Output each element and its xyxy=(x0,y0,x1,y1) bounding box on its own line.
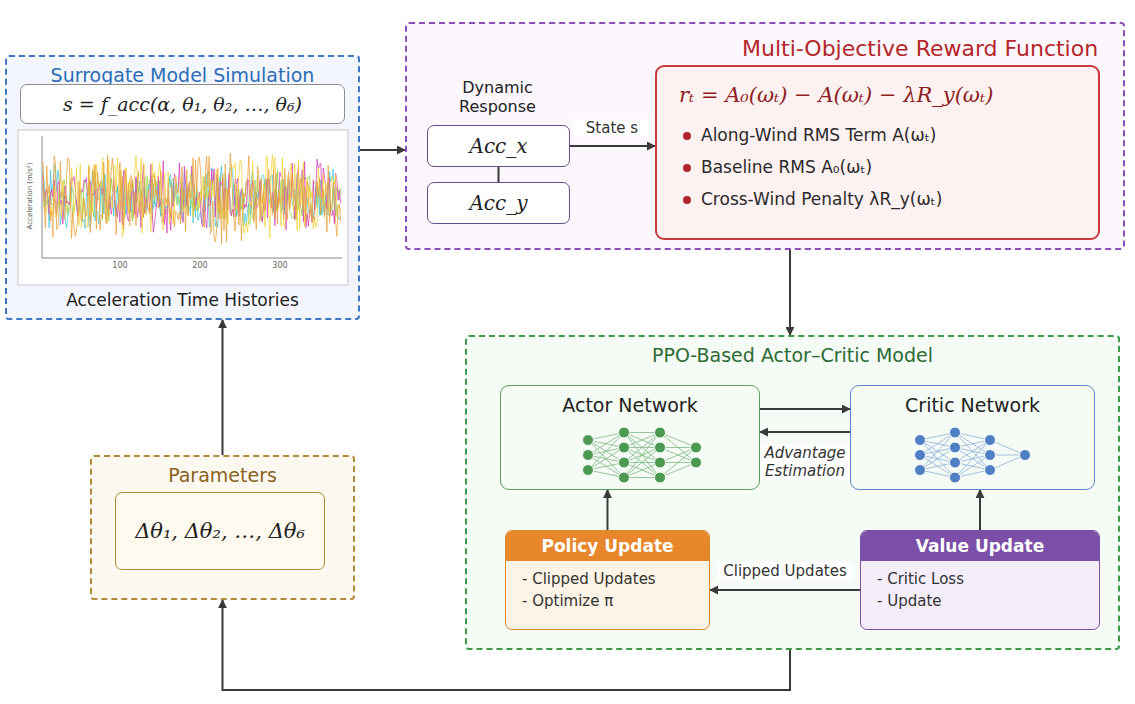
node-text: - Optimize π xyxy=(506,592,709,610)
formula-box: s = f_acc(α, θ₁, θ₂, …, θ₆) xyxy=(20,84,345,124)
acceleration-trace xyxy=(43,153,341,243)
network-neuron xyxy=(691,457,702,468)
node-text: Along-Wind RMS Term A(ωₜ) xyxy=(679,125,936,145)
network-neuron xyxy=(583,435,594,446)
network-neuron xyxy=(655,457,666,468)
panel-fill xyxy=(465,335,1120,650)
connector-arrow xyxy=(498,167,500,182)
chart-caption: Acceleration Time Histories xyxy=(20,290,345,310)
node-title: Policy Update xyxy=(506,531,709,561)
connector-arrow xyxy=(979,490,981,530)
node-title: PPO-Based Actor–Critic Model xyxy=(652,344,933,366)
connector-arrow xyxy=(222,320,224,455)
network-neuron xyxy=(619,427,630,438)
network-neuron xyxy=(619,472,630,483)
ppo-panel: PPO-Based Actor–Critic ModelActor Networ… xyxy=(465,335,1120,650)
acceleration-traces xyxy=(43,153,341,243)
panel-fill xyxy=(5,55,360,320)
panel-fill xyxy=(405,22,1125,250)
network-neuron xyxy=(985,435,996,446)
network-neuron xyxy=(583,465,594,476)
network-neuron xyxy=(619,457,630,468)
neural-network-icons xyxy=(583,427,1031,483)
node-title: Critic Network xyxy=(905,394,1040,416)
node-title: Acc_y xyxy=(469,191,527,215)
node-text: - Critic Loss xyxy=(861,570,1099,588)
network-neuron xyxy=(985,450,996,461)
connector-arrow xyxy=(789,250,791,335)
network-neuron xyxy=(950,427,961,438)
network-neuron xyxy=(915,435,926,446)
axis-tick: 200 xyxy=(185,261,215,270)
edge-label: Advantage Estimation xyxy=(760,444,850,480)
actor-box: Actor Network xyxy=(500,385,760,490)
group-label: Dynamic Response xyxy=(440,78,555,116)
node-title: Multi-Objective Reward Function xyxy=(742,36,1098,61)
value-update-box: Value Update - Critic Loss - Update xyxy=(860,530,1100,630)
surrogate-panel: Surrogate Model Simulation s = f_acc(α, θ… xyxy=(5,55,360,320)
network-neuron xyxy=(691,442,702,453)
network-link xyxy=(624,433,660,478)
network-neuron xyxy=(655,472,666,483)
network-neuron xyxy=(655,427,666,438)
connector-arrow xyxy=(760,431,850,433)
node-title: Δθ₁, Δθ₂, …, Δθ₆ xyxy=(135,519,305,543)
node-title: s = f_acc(α, θ₁, θ₂, …, θ₆) xyxy=(63,93,302,115)
parameters-box: Δθ₁, Δθ₂, …, Δθ₆ xyxy=(115,492,325,570)
chart-axis xyxy=(42,136,43,258)
network-neuron xyxy=(583,450,594,461)
node-title: Value Update xyxy=(861,531,1099,561)
network-neuron xyxy=(915,450,926,461)
network-neuron xyxy=(950,457,961,468)
response-box: Acc_y xyxy=(427,182,570,224)
network-neuron xyxy=(619,442,630,453)
axis-tick: 300 xyxy=(265,261,295,270)
node-title: Actor Network xyxy=(562,394,697,416)
node-title: Acc_x xyxy=(469,134,527,158)
network-neuron xyxy=(1020,450,1031,461)
network-neuron xyxy=(950,472,961,483)
node-title: Parameters xyxy=(168,464,277,486)
network-neuron xyxy=(655,442,666,453)
node-text: - Clipped Updates xyxy=(506,570,709,588)
reward-panel: Multi-Objective Reward FunctionAcc_xAcc_… xyxy=(405,22,1125,250)
response-box: Acc_x xyxy=(427,125,570,167)
axis-label: Acceleration (m/s²) xyxy=(26,146,34,246)
reward-formula-box: rₜ = A₀(ωₜ) − A(ωₜ) − λR_y(ωₜ) Along-Wind… xyxy=(655,65,1100,240)
connector-arrow xyxy=(710,589,860,591)
edge-label: Clipped Updates xyxy=(717,562,853,580)
chart-axis xyxy=(42,258,342,259)
network-link xyxy=(624,433,660,478)
policy-update-box: Policy Update - Clipped Updates - Optimize… xyxy=(505,530,710,630)
chart-frame xyxy=(18,130,348,285)
critic-box: Critic Network xyxy=(850,385,1095,490)
connector-arrow xyxy=(607,490,609,530)
node-title: rₜ = A₀(ωₜ) − A(ωₜ) − λR_y(ωₜ) xyxy=(679,83,993,107)
node-text: - Update xyxy=(861,592,1099,610)
network-neuron xyxy=(915,465,926,476)
connector-arrow xyxy=(760,408,850,410)
node-text: Cross-Wind Penalty λR_y(ωₜ) xyxy=(679,189,942,209)
node-text: Baseline RMS A₀(ωₜ) xyxy=(679,157,872,177)
network-neuron xyxy=(950,442,961,453)
connector-arrow xyxy=(570,145,655,147)
node-title: Surrogate Model Simulation xyxy=(51,64,315,86)
axis-tick: 100 xyxy=(105,261,135,270)
network-link xyxy=(955,455,990,478)
edge-label: State s xyxy=(574,119,650,137)
parameters-panel: ParametersΔθ₁, Δθ₂, …, Δθ₆ xyxy=(90,455,355,600)
connector-arrow xyxy=(360,149,405,151)
panel-fill xyxy=(90,455,355,600)
network-neuron xyxy=(985,465,996,476)
network-link xyxy=(588,448,624,471)
network-link xyxy=(920,448,955,471)
